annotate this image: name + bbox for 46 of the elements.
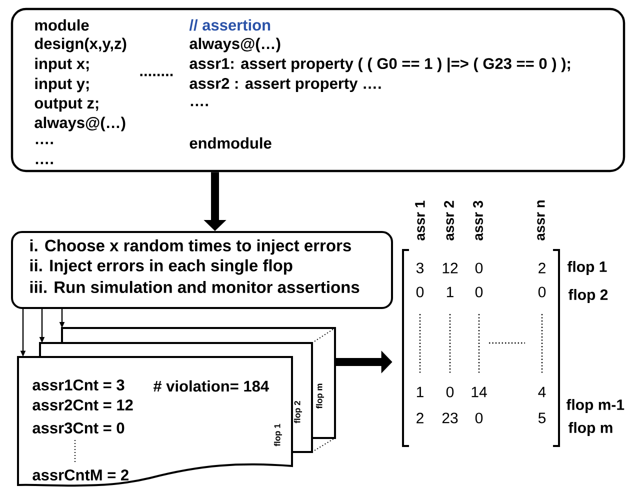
code-line: module	[35, 19, 89, 31]
code-line: endmodule	[190, 137, 272, 149]
matrix-cell: 4	[538, 386, 546, 398]
matrix-cell: 2	[416, 412, 424, 424]
code-line: input x;	[35, 58, 89, 72]
matrix-cell: 2	[538, 262, 546, 274]
step-text: iii. Run simulation and monitor assertions	[30, 280, 360, 294]
matrix-cell: 12	[442, 262, 458, 274]
code-line: ….	[36, 162, 53, 164]
matrix-cell: 3	[416, 262, 424, 274]
step-text: ii. Inject errors in each single flop	[30, 259, 292, 275]
step-text: i. Choose x random times to inject errors	[30, 239, 351, 255]
column-header: assr 2	[444, 200, 454, 240]
matrix-cell: 0	[475, 286, 483, 298]
matrix-cell: 0	[538, 286, 546, 298]
ellipsis: ........	[140, 74, 173, 76]
counter-text: assrCntM = 2	[32, 470, 128, 480]
column-header: assr n	[537, 200, 545, 240]
matrix-cell: 0	[475, 412, 483, 424]
counter-text: assr1Cnt = 3	[32, 380, 124, 390]
code-line: output z;	[34, 98, 98, 112]
code-comment: // assertion	[189, 19, 270, 31]
code-line: assr2 : assert property ….	[190, 78, 381, 92]
matrix-cell: 0	[475, 262, 483, 274]
code-line: always@(…)	[34, 116, 126, 132]
code-line: assr1: assert property ( ( G0 == 1 ) |=> ( G23 == 0 ) );	[190, 58, 570, 72]
matrix-cell: 0	[416, 286, 424, 298]
page-label: flop 2	[294, 401, 302, 424]
page-label: flop 1	[274, 424, 282, 446]
matrix-cell: 23	[442, 412, 458, 424]
matrix-cell: 14	[472, 386, 487, 398]
code-line: always@(…)	[190, 38, 280, 52]
code-line: ….	[190, 104, 208, 106]
matrix-cell: 1	[416, 386, 424, 398]
violation-count: # violation= 184	[153, 380, 269, 392]
matrix-cell: 0	[446, 386, 454, 398]
code-line: ….	[36, 142, 53, 144]
page-label: flop m	[316, 384, 324, 409]
code-line: design(x,y,z)	[34, 38, 126, 52]
counter-text: assr3Cnt = 0	[32, 422, 124, 434]
matrix-cell: 1	[446, 286, 454, 298]
code-line: input y;	[35, 78, 89, 92]
column-header: assr 3	[473, 200, 483, 240]
matrix-cell: 5	[538, 412, 546, 424]
counter-text: assr2Cnt = 12	[32, 400, 133, 410]
column-header: assr 1	[415, 200, 425, 240]
